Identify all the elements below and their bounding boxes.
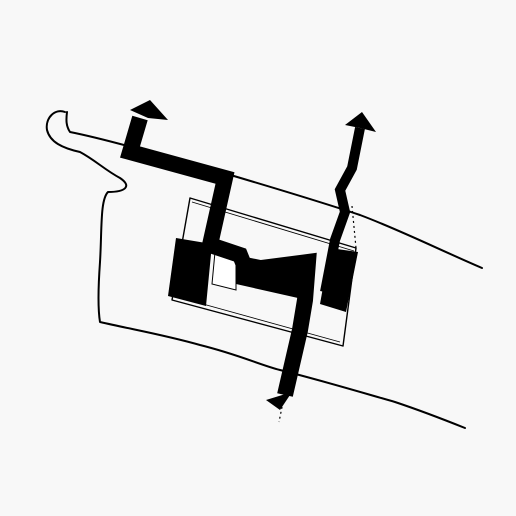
arrow-up-left xyxy=(130,100,168,120)
arrow-down xyxy=(266,392,292,410)
dotted-line-right xyxy=(351,205,357,249)
dotted-line-bottom xyxy=(278,401,284,423)
site-boundary xyxy=(45,110,466,429)
arrow-up-right xyxy=(345,112,376,132)
circulation-path-right xyxy=(320,127,365,293)
circulation-path-left xyxy=(120,115,317,397)
solid-mass-left xyxy=(168,238,212,306)
